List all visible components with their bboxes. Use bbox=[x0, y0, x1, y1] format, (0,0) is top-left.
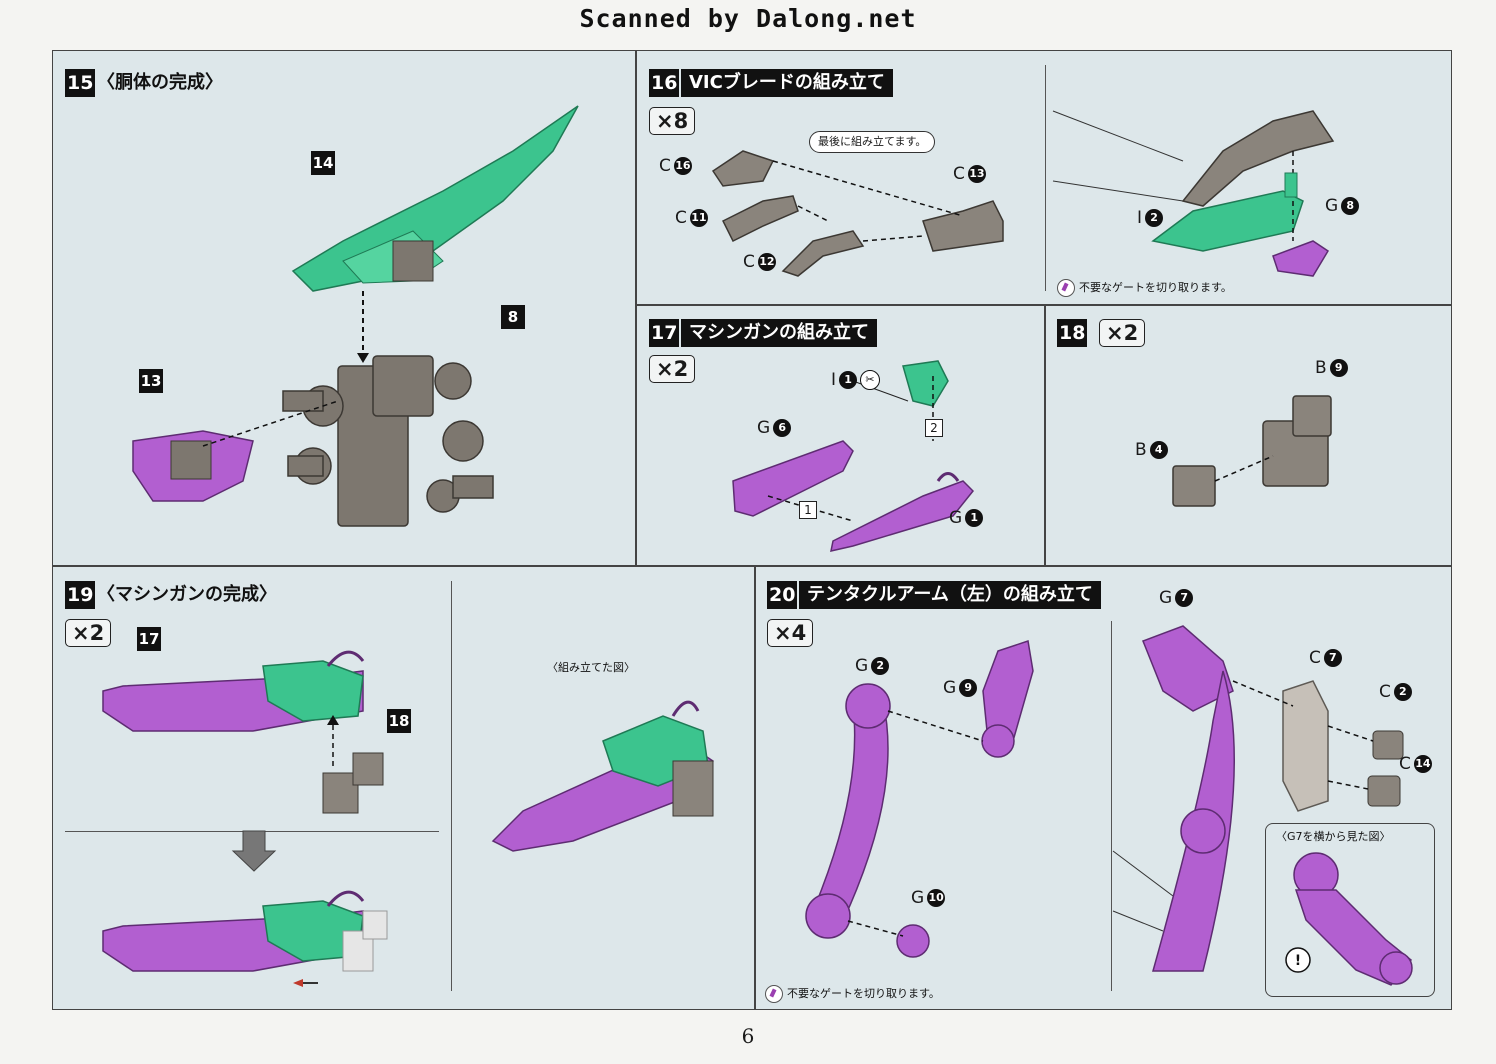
g7-side-view-illustration: ! bbox=[1285, 852, 1413, 986]
part-callout-18: 18 bbox=[387, 709, 411, 733]
step-number: 17 bbox=[649, 319, 680, 347]
note-bubble: 最後に組み立てます。 bbox=[809, 131, 936, 153]
detail-caption: 〈G7を横から見た図〉 bbox=[1276, 830, 1391, 843]
machine-gun-assembly-illustration bbox=[102, 650, 388, 987]
part-callout-14: 14 bbox=[311, 151, 335, 175]
tentacle-arm-parts-illustration bbox=[805, 640, 1034, 958]
order-number: 2 bbox=[925, 419, 943, 437]
gate-cut-note: 不要なゲートを切り取ります。 bbox=[1057, 279, 1232, 297]
multiplier-badge: ×2 bbox=[1099, 319, 1146, 347]
tentacle-arm-assembly-illustration bbox=[1112, 625, 1404, 972]
divider bbox=[451, 581, 452, 991]
step-title: 〈胴体の完成〉 bbox=[97, 72, 223, 93]
svg-text:!: ! bbox=[1295, 953, 1301, 969]
multiplier-badge: ×2 bbox=[649, 355, 696, 383]
detail-view-box: 〈G7を横から見た図〉 ! bbox=[1265, 823, 1435, 997]
machine-gun-parts-illustration bbox=[732, 360, 975, 552]
step-number: 18 bbox=[1057, 319, 1088, 347]
grip-parts-illustration bbox=[1172, 395, 1332, 507]
cut-icon: ✂ bbox=[860, 370, 881, 390]
divider bbox=[1111, 621, 1112, 991]
part-callout-13: 13 bbox=[139, 369, 163, 393]
divider bbox=[1045, 65, 1046, 291]
step-title: マシンガンの組み立て bbox=[681, 319, 877, 347]
step-number: 19 bbox=[65, 581, 96, 609]
assembled-machine-gun-illustration bbox=[491, 700, 714, 852]
divider bbox=[1044, 304, 1046, 565]
step-number: 20 bbox=[767, 581, 798, 609]
part-callout-8: 8 bbox=[501, 305, 525, 329]
gate-cut-note: 不要なゲートを切り取ります。 bbox=[765, 985, 940, 1003]
step-title: テンタクルアーム（左）の組み立て bbox=[799, 581, 1101, 609]
order-number: 1 bbox=[799, 501, 817, 519]
divider bbox=[754, 565, 756, 1009]
divider bbox=[635, 51, 637, 565]
torso-assembly-illustration bbox=[132, 105, 579, 527]
multiplier-badge: ×8 bbox=[649, 107, 696, 135]
divider bbox=[635, 304, 1451, 306]
instruction-sheet: 15 〈胴体の完成〉 14 8 13 16 VIC bbox=[52, 50, 1452, 1010]
multiplier-badge: ×4 bbox=[767, 619, 814, 647]
gate-cut-icon bbox=[765, 985, 783, 1003]
step-number: 16 bbox=[649, 69, 680, 97]
figure-caption: 〈組み立てた図〉 bbox=[547, 661, 635, 674]
step-title: VICブレードの組み立て bbox=[681, 69, 893, 97]
step-title: 〈マシンガンの完成〉 bbox=[97, 584, 277, 605]
page-number: 6 bbox=[741, 1024, 755, 1048]
watermark: Scanned by Dalong.net bbox=[579, 4, 917, 33]
vic-blade-parts-illustration bbox=[711, 150, 1004, 277]
gate-cut-icon bbox=[1057, 279, 1075, 297]
part-callout-17: 17 bbox=[137, 627, 161, 651]
step-number: 15 bbox=[65, 69, 96, 97]
multiplier-badge: ×2 bbox=[65, 619, 112, 647]
divider bbox=[53, 565, 1451, 567]
vic-blade-assembly-illustration bbox=[1052, 110, 1335, 277]
